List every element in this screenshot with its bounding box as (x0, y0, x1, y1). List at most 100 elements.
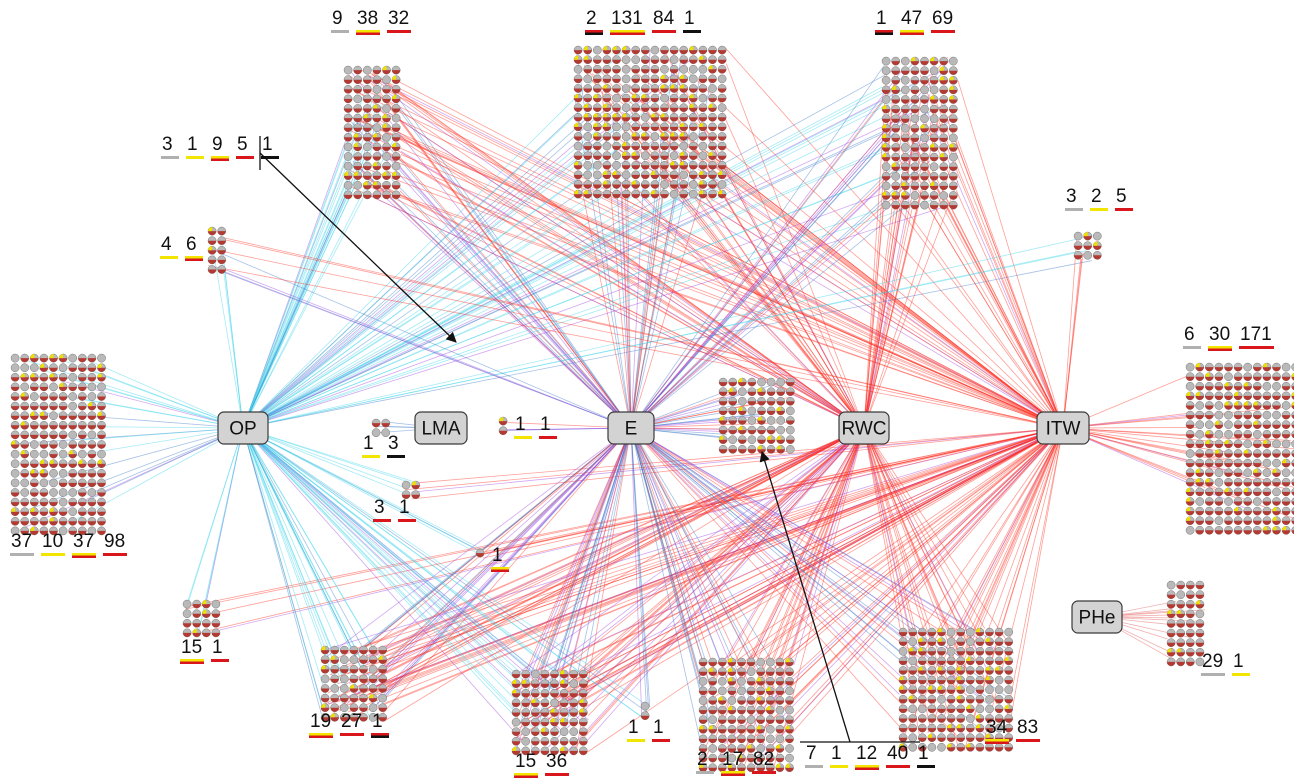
cluster-dot-half (1234, 386, 1243, 391)
cluster-dot-quarter (776, 406, 781, 411)
cluster-dot-half (891, 205, 900, 210)
edge-line (395, 101, 632, 429)
edge-line (565, 427, 632, 728)
cluster-dot-half (512, 731, 521, 736)
edge-line (753, 427, 865, 695)
cluster-dot-half (87, 415, 96, 420)
cluster-dot-half (910, 70, 919, 75)
cluster-dot-quarter (392, 171, 397, 176)
count-label: 36 (546, 751, 567, 772)
cluster-dot-half (1272, 395, 1281, 400)
edge-line (370, 82, 632, 429)
node-itw[interactable]: ITW (1036, 411, 1090, 445)
edge-line (922, 427, 1064, 629)
cluster-dot (1092, 231, 1102, 241)
edge-line (699, 427, 865, 760)
edge-line (781, 427, 1064, 713)
cluster-dot-quarter (20, 421, 25, 426)
cluster-dot (737, 676, 746, 686)
cluster-dot (746, 715, 756, 725)
cluster-dot-half (531, 731, 540, 736)
cluster-dot-half (767, 401, 776, 406)
edge-line (242, 102, 915, 429)
edge-line (378, 427, 632, 669)
cluster-dot-half (1291, 501, 1294, 506)
cluster-dot-half (1224, 472, 1233, 477)
cluster-dot (948, 133, 958, 143)
node-phe[interactable]: PHe (1071, 600, 1123, 634)
cluster-dot-half (927, 699, 936, 704)
cluster-dot-quarter (728, 387, 733, 392)
cluster-dot-half (202, 604, 211, 609)
edge-line (699, 148, 1064, 429)
node-rwc[interactable]: RWC (838, 411, 890, 445)
edge-line (242, 427, 526, 683)
cluster-dot (708, 715, 718, 725)
cluster-dot-half (679, 107, 688, 112)
cluster-dot (1262, 381, 1272, 391)
cluster-dot-half (49, 367, 58, 372)
cluster-dot (343, 152, 353, 161)
cluster-dot-half (622, 165, 631, 170)
edge-line (629, 84, 865, 429)
cluster-dot-half (698, 194, 707, 199)
cluster-dot-half (382, 70, 391, 75)
cluster-dot-half (920, 80, 929, 85)
cluster-dot (343, 180, 353, 190)
cluster-dot (29, 449, 39, 459)
cluster-dot-half (1224, 453, 1233, 458)
cluster-dot-half (641, 98, 650, 103)
cluster-dot (1214, 477, 1224, 487)
count-label: 17 (722, 749, 743, 770)
edge-line (575, 49, 632, 429)
cluster-dot-quarter (1186, 507, 1191, 512)
edge-line (211, 248, 632, 429)
edge-line (242, 191, 887, 429)
cluster-dot-half (59, 406, 68, 411)
edge-line (863, 427, 998, 705)
cluster-dot (765, 734, 775, 744)
cluster-dot-half (930, 176, 939, 181)
cluster-dot-half (593, 78, 602, 84)
cluster-dot-half (679, 50, 688, 55)
edge-line (700, 427, 865, 705)
cluster-dot-half (49, 358, 58, 363)
cluster-dot-half (949, 99, 958, 104)
node-e[interactable]: E (607, 411, 655, 445)
cluster-dot (211, 599, 221, 609)
cluster-dot (698, 151, 708, 161)
cluster-dot (708, 84, 717, 93)
cluster-dot-half (39, 425, 48, 430)
cluster-dot-half (78, 482, 87, 487)
node-op[interactable]: OP (217, 411, 269, 445)
edge-line (242, 427, 577, 708)
cluster-dot-half (1262, 376, 1271, 381)
count-bar (652, 739, 670, 742)
count-bar (545, 773, 569, 776)
count-bar (371, 733, 389, 736)
edge-line (351, 87, 865, 429)
cluster-dot-half (650, 184, 659, 189)
edge-line (926, 76, 1064, 429)
node-lma[interactable]: LMA (414, 411, 468, 445)
cluster-dot (881, 181, 891, 191)
edge-line (200, 427, 244, 622)
cluster-dot-half (918, 718, 927, 723)
edge-line (1062, 427, 1254, 513)
cluster-dot-quarter (670, 132, 675, 137)
cluster-dot-half (574, 126, 583, 131)
cluster-dot-half (1243, 434, 1252, 439)
cluster-dot-half (966, 708, 975, 714)
edge-line (242, 188, 697, 429)
cluster-dot (910, 191, 920, 200)
cluster-dot-half (1282, 482, 1291, 487)
edge-line (398, 109, 632, 429)
cluster-dot-half (1253, 415, 1262, 420)
cluster-dot-half (1186, 395, 1195, 400)
cluster-dot-half (359, 669, 368, 674)
cluster-dot (58, 440, 68, 449)
cluster-dot-half (737, 671, 746, 676)
cluster-dot-quarter (679, 132, 684, 137)
cluster-dot-half (392, 127, 401, 132)
count-bar (721, 771, 745, 774)
